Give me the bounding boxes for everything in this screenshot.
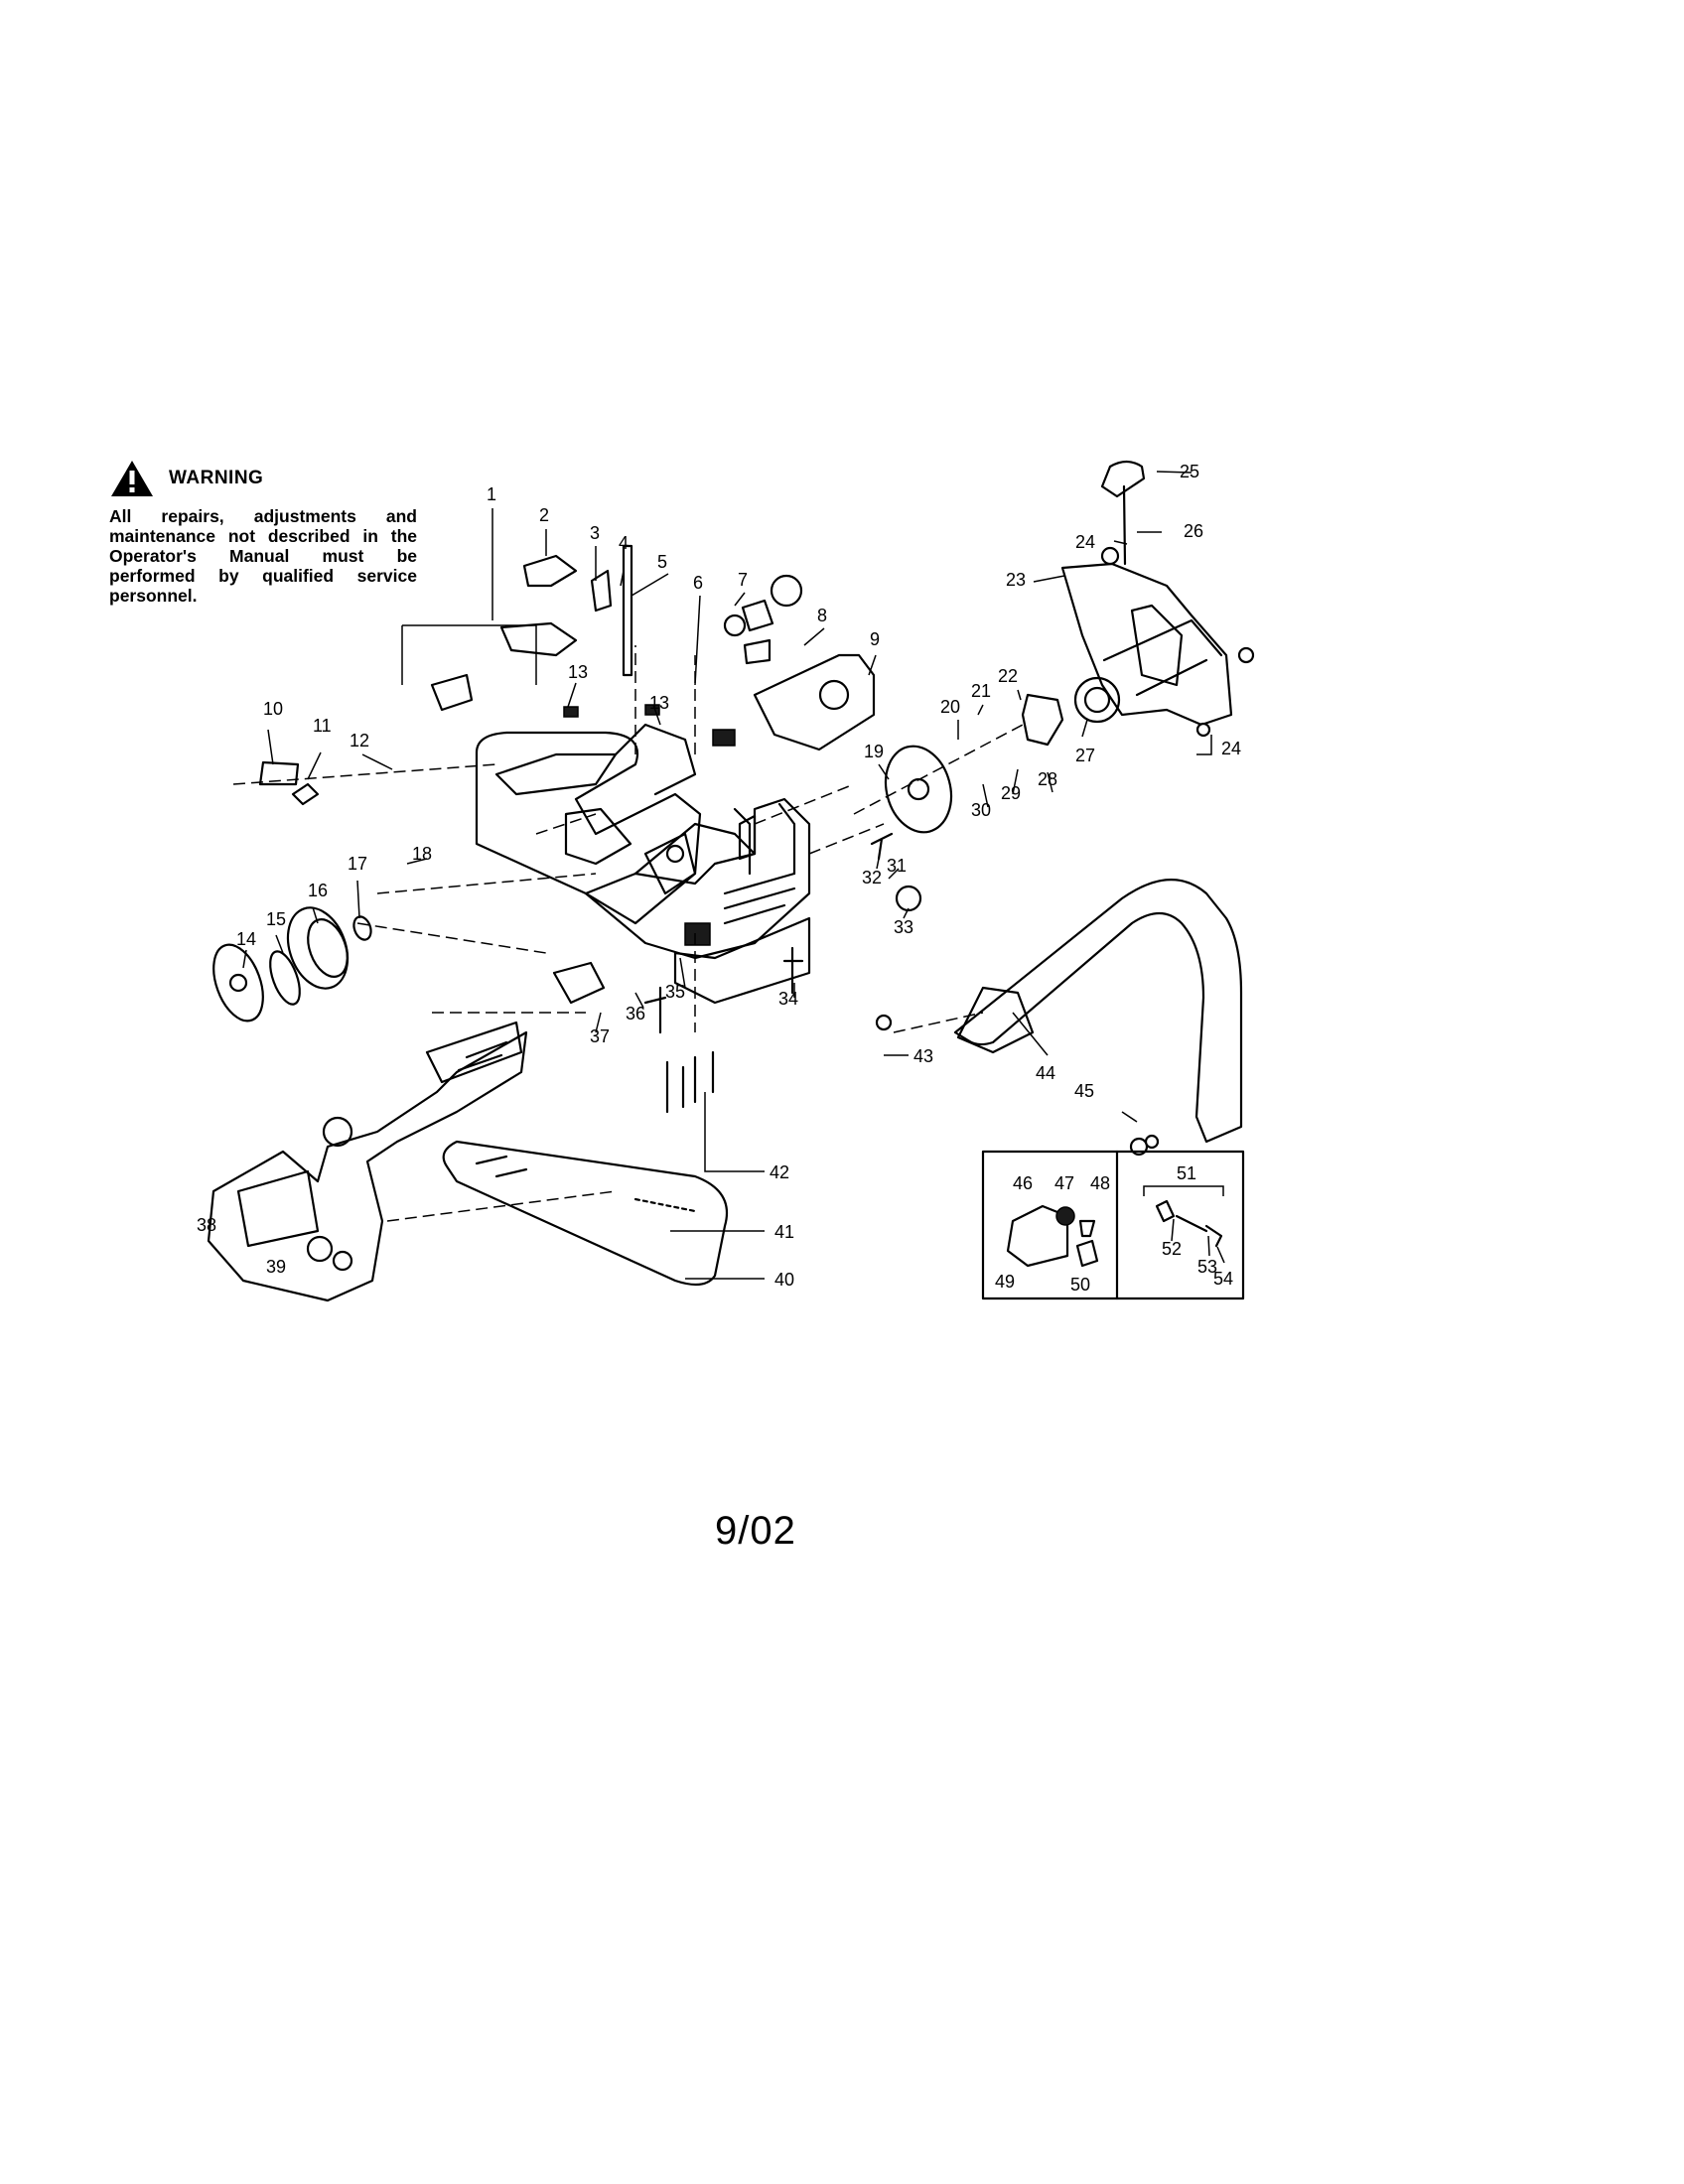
part-label: 53 bbox=[1197, 1257, 1217, 1277]
part-label: 31 bbox=[887, 856, 907, 876]
part-label: 39 bbox=[266, 1257, 286, 1277]
part-label: 9 bbox=[870, 629, 880, 649]
leader-lines bbox=[242, 471, 1212, 1280]
assembly-lines bbox=[232, 645, 1024, 1222]
part-label: 32 bbox=[862, 868, 882, 887]
part-label: 26 bbox=[1184, 521, 1203, 541]
part-label: 46 bbox=[1013, 1173, 1033, 1193]
part-label: 50 bbox=[1070, 1275, 1090, 1295]
part-label: 43 bbox=[913, 1046, 933, 1066]
part-label: 42 bbox=[770, 1162, 789, 1182]
part-label: 20 bbox=[940, 697, 960, 717]
warning-title: WARNING bbox=[169, 468, 264, 488]
part-label: 24 bbox=[1075, 532, 1095, 552]
part-label: 24 bbox=[1221, 739, 1241, 758]
throttle-parts bbox=[430, 544, 774, 712]
part-label: 5 bbox=[657, 552, 667, 572]
part-label: 1 bbox=[487, 484, 496, 504]
part-label: 47 bbox=[1054, 1173, 1074, 1193]
part-label: 41 bbox=[774, 1222, 794, 1242]
warning-box: WARNING All repairs, adjustments and mai… bbox=[109, 459, 417, 606]
part-label: 40 bbox=[774, 1270, 794, 1290]
front-handle bbox=[953, 879, 1243, 1144]
inset-boxes bbox=[981, 1150, 1245, 1300]
part-label: 6 bbox=[693, 573, 703, 593]
part-label: 8 bbox=[817, 606, 827, 625]
clutch-group bbox=[212, 906, 372, 1023]
part-label: 10 bbox=[263, 699, 283, 719]
part-label: 38 bbox=[197, 1215, 216, 1235]
part-label: 2 bbox=[539, 505, 549, 525]
crankcase bbox=[475, 723, 811, 1005]
part-label: 44 bbox=[1036, 1063, 1055, 1083]
warning-header: WARNING bbox=[109, 459, 417, 498]
part-label: 33 bbox=[894, 917, 913, 937]
part-label: 49 bbox=[995, 1272, 1015, 1292]
part-label: 37 bbox=[590, 1026, 610, 1046]
part-label: 16 bbox=[308, 881, 328, 900]
side-cover bbox=[207, 1021, 528, 1302]
part-label: 51 bbox=[1177, 1163, 1196, 1183]
part-label: 36 bbox=[626, 1004, 645, 1024]
part-label: 25 bbox=[1180, 462, 1199, 481]
part-label: 12 bbox=[350, 731, 369, 751]
part-label: 35 bbox=[665, 982, 685, 1002]
part-label: 34 bbox=[778, 989, 798, 1009]
part-label: 45 bbox=[1074, 1081, 1094, 1101]
part-label: 22 bbox=[998, 666, 1018, 686]
engine-parts bbox=[753, 460, 1233, 834]
part-label: 17 bbox=[348, 854, 367, 874]
part-label: 3 bbox=[590, 523, 600, 543]
part-label: 19 bbox=[864, 742, 884, 761]
part-label: 30 bbox=[971, 800, 991, 820]
part-label: 15 bbox=[266, 909, 286, 929]
guide-bar bbox=[442, 1140, 729, 1287]
part-label: 13 bbox=[568, 662, 588, 682]
part-label: 4 bbox=[619, 533, 629, 553]
part-label: 52 bbox=[1162, 1239, 1182, 1259]
part-label: 54 bbox=[1213, 1269, 1233, 1289]
part-label: 14 bbox=[236, 929, 256, 949]
part-label: 7 bbox=[738, 570, 748, 590]
warning-text: All repairs, adjustments and maintenance… bbox=[109, 506, 417, 606]
date-code: 9/02 bbox=[715, 1509, 796, 1553]
part-label: 29 bbox=[1001, 783, 1021, 803]
part-label: 18 bbox=[412, 844, 432, 864]
warning-triangle-icon bbox=[111, 461, 153, 496]
part-labels: 1 2 3 4 5 6 7 8 9 10 11 12 13 13 14 15 1… bbox=[197, 462, 1241, 1295]
hardware bbox=[258, 546, 1255, 1157]
part-label: 21 bbox=[971, 681, 991, 701]
part-label: 48 bbox=[1090, 1173, 1110, 1193]
part-label: 11 bbox=[313, 716, 332, 736]
part-label: 13 bbox=[649, 693, 669, 713]
part-label: 28 bbox=[1038, 769, 1057, 789]
part-label: 27 bbox=[1075, 746, 1095, 765]
part-label: 23 bbox=[1006, 570, 1026, 590]
